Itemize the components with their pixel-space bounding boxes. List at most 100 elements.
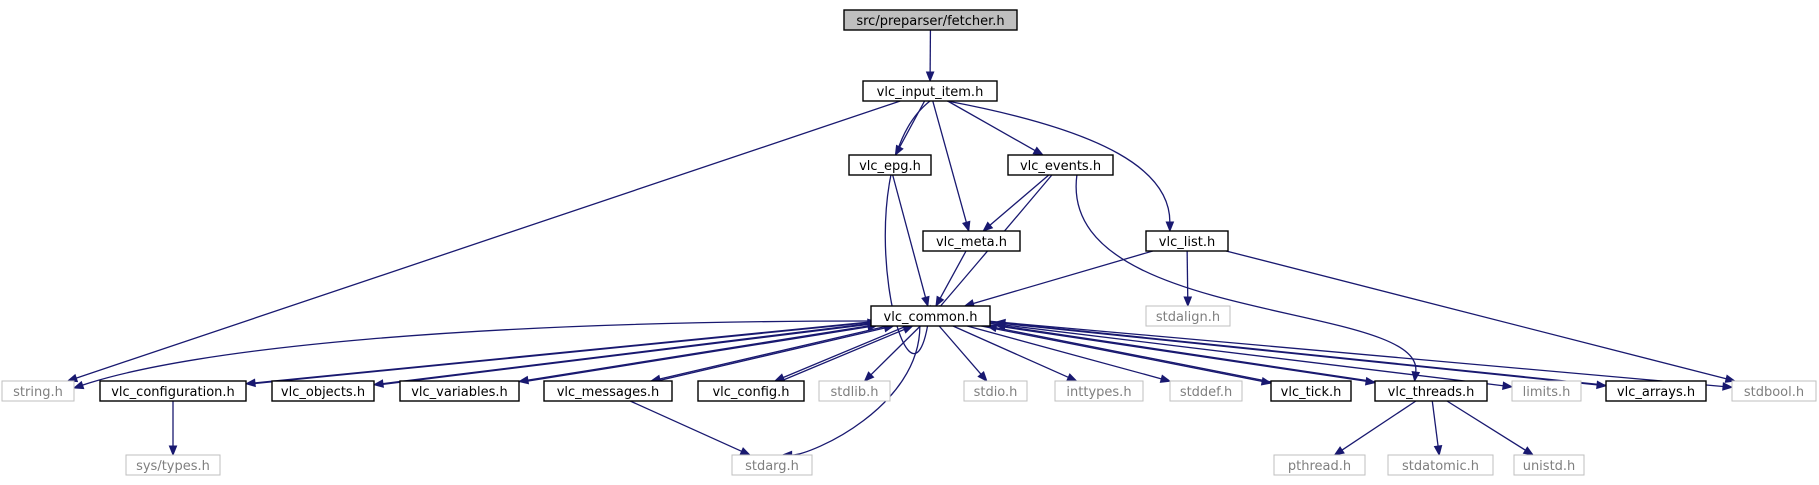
edge-input-item-to-meta [932, 100, 971, 233]
node-stdio: stdio.h [963, 380, 1028, 402]
edge-line [952, 325, 1069, 378]
edge-arrays-to-common [994, 318, 1613, 387]
node-label: stdbool.h [1744, 385, 1804, 400]
node-label: unistd.h [1523, 459, 1576, 474]
edge-line [967, 325, 1162, 380]
edge-common-to-stdio [938, 325, 988, 383]
edge-line [1004, 325, 1382, 384]
edge-arrowhead [977, 370, 988, 383]
node-label: sys/types.h [136, 459, 210, 474]
edge-arrowhead [982, 221, 994, 232]
edge-threads-to-stdatomic [1431, 400, 1443, 457]
node-label: vlc_arrays.h [1617, 385, 1695, 400]
node-label: vlc_epg.h [859, 159, 921, 174]
edge-common-to-string [72, 320, 872, 390]
edge-line [899, 100, 926, 148]
edge-line [989, 324, 1367, 382]
edge-arrowhead [962, 220, 971, 233]
node-label: pthread.h [1288, 459, 1351, 474]
edge-line [780, 328, 905, 382]
node-stdlib: stdlib.h [818, 380, 891, 402]
edge-common-to-arrays [989, 321, 1608, 390]
node-epg[interactable]: vlc_epg.h [848, 154, 932, 176]
node-string: string.h [1, 380, 75, 402]
edge-line [884, 100, 931, 355]
node-stdarg: stdarg.h [731, 454, 813, 476]
node-events[interactable]: vlc_events.h [1007, 154, 1114, 176]
edge-arrowhead [863, 371, 875, 382]
edge-epg-to-common [892, 174, 930, 308]
node-box [1273, 454, 1366, 476]
edge-arrowhead [1066, 373, 1078, 382]
node-box [1270, 380, 1352, 402]
edge-arrowhead [1522, 446, 1535, 456]
node-label: vlc_tick.h [1281, 385, 1342, 400]
node-input-item[interactable]: vlc_input_item.h [862, 80, 998, 102]
edge-arrowhead [1433, 445, 1443, 457]
edge-common-to-stdlib [863, 325, 921, 382]
node-threads[interactable]: vlc_threads.h [1374, 380, 1488, 402]
edge-list-to-stdalign [1183, 250, 1193, 308]
node-common[interactable]: vlc_common.h [870, 305, 991, 327]
node-arrays[interactable]: vlc_arrays.h [1605, 380, 1707, 402]
node-label: limits.h [1523, 385, 1571, 400]
node-label: vlc_messages.h [557, 385, 660, 400]
edge-line [82, 320, 872, 386]
node-label: stddef.h [1180, 385, 1232, 400]
node-label: stdio.h [974, 385, 1018, 400]
node-box [399, 380, 520, 402]
node-objects[interactable]: vlc_objects.h [271, 380, 375, 402]
edge-events-to-threads [1075, 174, 1421, 383]
node-tick[interactable]: vlc_tick.h [1270, 380, 1352, 402]
edge-line [947, 100, 1036, 152]
node-configuration[interactable]: vlc_configuration.h [99, 380, 247, 402]
edge-line [973, 250, 1153, 305]
node-systypes: sys/types.h [125, 454, 221, 476]
edge-list-to-common [963, 250, 1153, 308]
node-label: vlc_meta.h [936, 235, 1007, 250]
edge-line [1004, 322, 1613, 387]
node-messages[interactable]: vlc_messages.h [543, 380, 673, 402]
edge-arrowhead [372, 379, 384, 388]
node-box [848, 154, 932, 176]
edge-tick-to-common [985, 323, 1278, 384]
node-box [818, 380, 891, 402]
node-fetcher[interactable]: src/preparser/fetcher.h [843, 9, 1018, 31]
node-box [125, 454, 221, 476]
edge-line [939, 250, 967, 299]
edge-common-to-limits [989, 322, 1514, 390]
edge-line [938, 325, 982, 375]
edge-arrowhead [739, 447, 752, 456]
edge-line [995, 327, 1278, 384]
edge-line [892, 174, 927, 298]
node-variables[interactable]: vlc_variables.h [399, 380, 520, 402]
edge-arrowhead [168, 445, 178, 457]
node-label: vlc_events.h [1020, 159, 1101, 174]
node-label: vlc_list.h [1159, 235, 1215, 250]
node-box [862, 80, 998, 102]
node-meta[interactable]: vlc_meta.h [922, 230, 1021, 252]
edge-arrowhead [935, 295, 945, 308]
edge-input-item-to-list [947, 100, 1175, 233]
node-label: vlc_configuration.h [111, 385, 235, 400]
edge-line [524, 326, 869, 383]
node-label: stdlib.h [831, 385, 879, 400]
edge-common-to-objects [372, 322, 872, 388]
node-box [1145, 305, 1231, 327]
node-stdatomic: stdatomic.h [1387, 454, 1494, 476]
node-unistd: unistd.h [1513, 454, 1585, 476]
node-box [1731, 380, 1817, 402]
node-box [1513, 454, 1585, 476]
edge-line [870, 325, 921, 376]
node-config[interactable]: vlc_config.h [697, 380, 805, 402]
edge-line [659, 325, 888, 380]
edge-line [1431, 400, 1439, 447]
node-label: vlc_objects.h [281, 385, 365, 400]
node-label: string.h [13, 385, 63, 400]
node-pthread: pthread.h [1273, 454, 1366, 476]
edge-line [981, 325, 1263, 383]
node-list[interactable]: vlc_list.h [1145, 230, 1229, 252]
node-inttypes: inttypes.h [1054, 380, 1144, 402]
edge-arrowhead [925, 71, 935, 83]
edge-input-item-to-events [947, 100, 1045, 156]
